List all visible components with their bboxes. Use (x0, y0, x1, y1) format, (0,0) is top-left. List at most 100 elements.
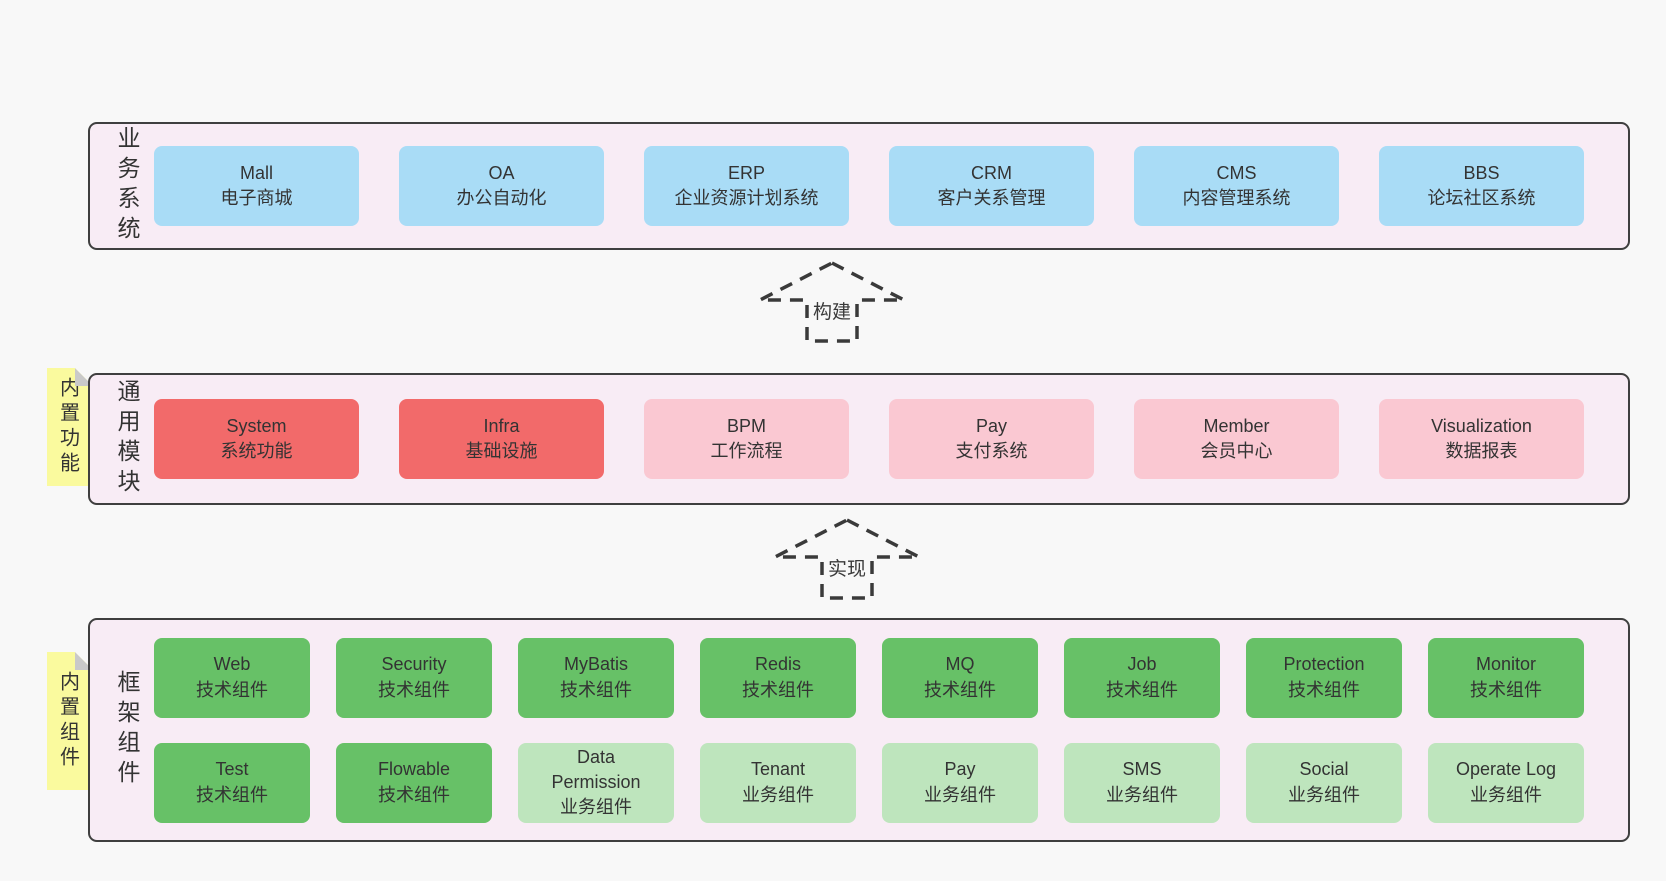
node-title: OA (488, 162, 515, 183)
node-title: Tenant (750, 759, 806, 780)
node-title: Operate Log (1455, 759, 1557, 780)
node-mq: MQ 技术组件 (882, 637, 1038, 718)
node-title: ERP (727, 162, 765, 183)
node-title: Social (1299, 759, 1349, 780)
node-title: BBS (1463, 162, 1500, 183)
node-subtitle: 电子商城 (220, 188, 293, 208)
node-subtitle: 技术组件 (378, 784, 450, 805)
node-title: Test (215, 759, 249, 780)
arrow-label: 实现 (824, 554, 870, 581)
node-bpm: BPM 工作流程 (644, 399, 849, 479)
node-infra: Infra 基础设施 (399, 399, 604, 479)
node-pay: Pay 业务组件 (882, 742, 1038, 823)
sticky-note-builtin-features: 内置功能 (47, 368, 93, 486)
node-subtitle: 技术组件 (560, 679, 632, 700)
node-title: Pay (944, 759, 976, 780)
sticky-note-label: 内置组件 (56, 671, 79, 771)
node-subtitle: 技术组件 (924, 679, 996, 700)
node-subtitle: 办公自动化 (456, 188, 547, 208)
node-subtitle: 业务组件 (924, 784, 996, 805)
arrow-label: 构建 (809, 297, 855, 324)
node-title: SMS (1122, 759, 1162, 780)
node-subtitle: 技术组件 (196, 679, 268, 700)
node-erp: ERP 企业资源计划系统 (644, 146, 849, 226)
node-title: Flowable (377, 759, 451, 780)
node-test: Test 技术组件 (154, 742, 310, 823)
node-visualization: Visualization 数据报表 (1379, 399, 1584, 479)
section-label: 通用模块 (114, 379, 140, 499)
node-title: Pay (975, 415, 1008, 436)
node-system: System 系统功能 (154, 399, 359, 479)
node-protection: Protection 技术组件 (1246, 637, 1402, 718)
node-title: CRM (971, 162, 1012, 183)
node-redis: Redis 技术组件 (700, 637, 856, 718)
node-subtitle: 会员中心 (1200, 441, 1273, 461)
node-flowable: Flowable 技术组件 (336, 742, 492, 823)
node-subtitle: 业务组件 (1470, 784, 1542, 805)
node-title: Protection (1283, 654, 1365, 675)
node-web: Web 技术组件 (154, 637, 310, 718)
node-subtitle: 技术组件 (742, 679, 814, 700)
node-subtitle: 论坛社区系统 (1427, 188, 1536, 208)
node-subtitle: 基础设施 (465, 441, 538, 461)
node-title: Web (213, 654, 251, 675)
node-operate-log: Operate Log 业务组件 (1428, 742, 1584, 823)
dashed-up-arrow-icon (759, 261, 905, 343)
node-subtitle: 技术组件 (1106, 679, 1178, 700)
node-subtitle: 业务组件 (1106, 784, 1178, 805)
node-subtitle: 业务组件 (742, 784, 814, 805)
node-title: MQ (945, 654, 975, 675)
node-social: Social 业务组件 (1246, 742, 1402, 823)
node-subtitle: 客户关系管理 (937, 188, 1046, 208)
node-subtitle: 业务组件 (1288, 784, 1360, 805)
node-title: Redis (754, 654, 802, 675)
node-title: Visualization (1431, 415, 1532, 436)
node-oa: OA 办公自动化 (399, 146, 604, 226)
section-label: 框架组件 (114, 670, 140, 790)
node-tenant: Tenant 业务组件 (700, 742, 856, 823)
node-title: MyBatis (563, 654, 628, 675)
node-subtitle: 业务组件 (560, 797, 632, 818)
node-title: CMS (1216, 162, 1257, 183)
node-title: Member (1203, 415, 1270, 436)
dashed-up-arrow-build: 构建 (757, 259, 907, 345)
node-title: Infra (483, 415, 520, 436)
node-bbs: BBS 论坛社区系统 (1379, 146, 1584, 226)
node-crm: CRM 客户关系管理 (889, 146, 1094, 226)
sticky-note-label: 内置功能 (56, 377, 79, 477)
node-subtitle: 企业资源计划系统 (674, 188, 819, 208)
node-title: System (226, 415, 287, 436)
node-title: Data Permission (551, 746, 641, 792)
node-member: Member 会员中心 (1134, 399, 1339, 479)
node-mybatis: MyBatis 技术组件 (518, 637, 674, 718)
node-subtitle: 技术组件 (1470, 679, 1542, 700)
node-title: BPM (726, 415, 766, 436)
node-mall: Mall 电子商城 (154, 146, 359, 226)
node-monitor: Monitor 技术组件 (1428, 637, 1584, 718)
node-title: Mall (239, 162, 273, 183)
node-subtitle: 工作流程 (710, 441, 783, 461)
node-title: Security (381, 654, 447, 675)
node-title: Monitor (1475, 654, 1537, 675)
node-subtitle: 系统功能 (220, 441, 293, 461)
dashed-up-arrow-implement: 实现 (772, 516, 922, 602)
node-subtitle: 技术组件 (1288, 679, 1360, 700)
node-subtitle: 数据报表 (1445, 441, 1518, 461)
sticky-note-builtin-components: 内置组件 (47, 652, 93, 790)
section-label: 业务系统 (114, 126, 140, 246)
node-subtitle: 技术组件 (196, 784, 268, 805)
